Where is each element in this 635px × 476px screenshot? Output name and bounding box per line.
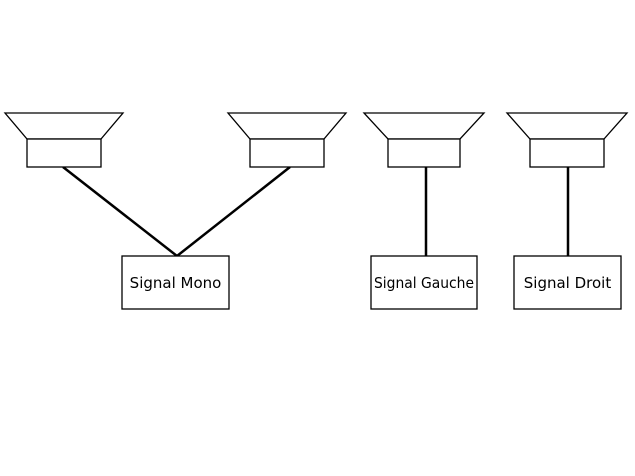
speaker-magnet bbox=[387, 138, 461, 168]
signal-box-mono: Signal Mono bbox=[121, 255, 230, 310]
speaker-1 bbox=[3, 112, 125, 168]
speaker-2 bbox=[226, 112, 348, 168]
speaker-magnet bbox=[26, 138, 102, 168]
box-frame bbox=[513, 255, 622, 310]
signal-box-droit: Signal Droit bbox=[513, 255, 622, 310]
wires bbox=[62, 166, 570, 257]
box-label-mono: Signal Mono bbox=[130, 274, 222, 292]
speaker-cone bbox=[362, 112, 486, 140]
wire-speaker-2-to-mono bbox=[176, 166, 291, 257]
speaker-cone bbox=[226, 112, 348, 140]
speaker-cone bbox=[505, 112, 629, 140]
box-frame bbox=[121, 255, 230, 310]
signal-box-gauche: Signal Gauche bbox=[370, 255, 478, 310]
speaker-cone bbox=[3, 112, 125, 140]
box-frame bbox=[370, 255, 478, 310]
speaker-magnet bbox=[529, 138, 605, 168]
speaker-3 bbox=[362, 112, 486, 168]
box-label-droit: Signal Droit bbox=[524, 274, 612, 292]
speaker-4 bbox=[505, 112, 629, 168]
box-label-gauche: Signal Gauche bbox=[374, 274, 474, 292]
speaker-magnet bbox=[249, 138, 325, 168]
wire-speaker-1-to-mono bbox=[62, 166, 178, 257]
